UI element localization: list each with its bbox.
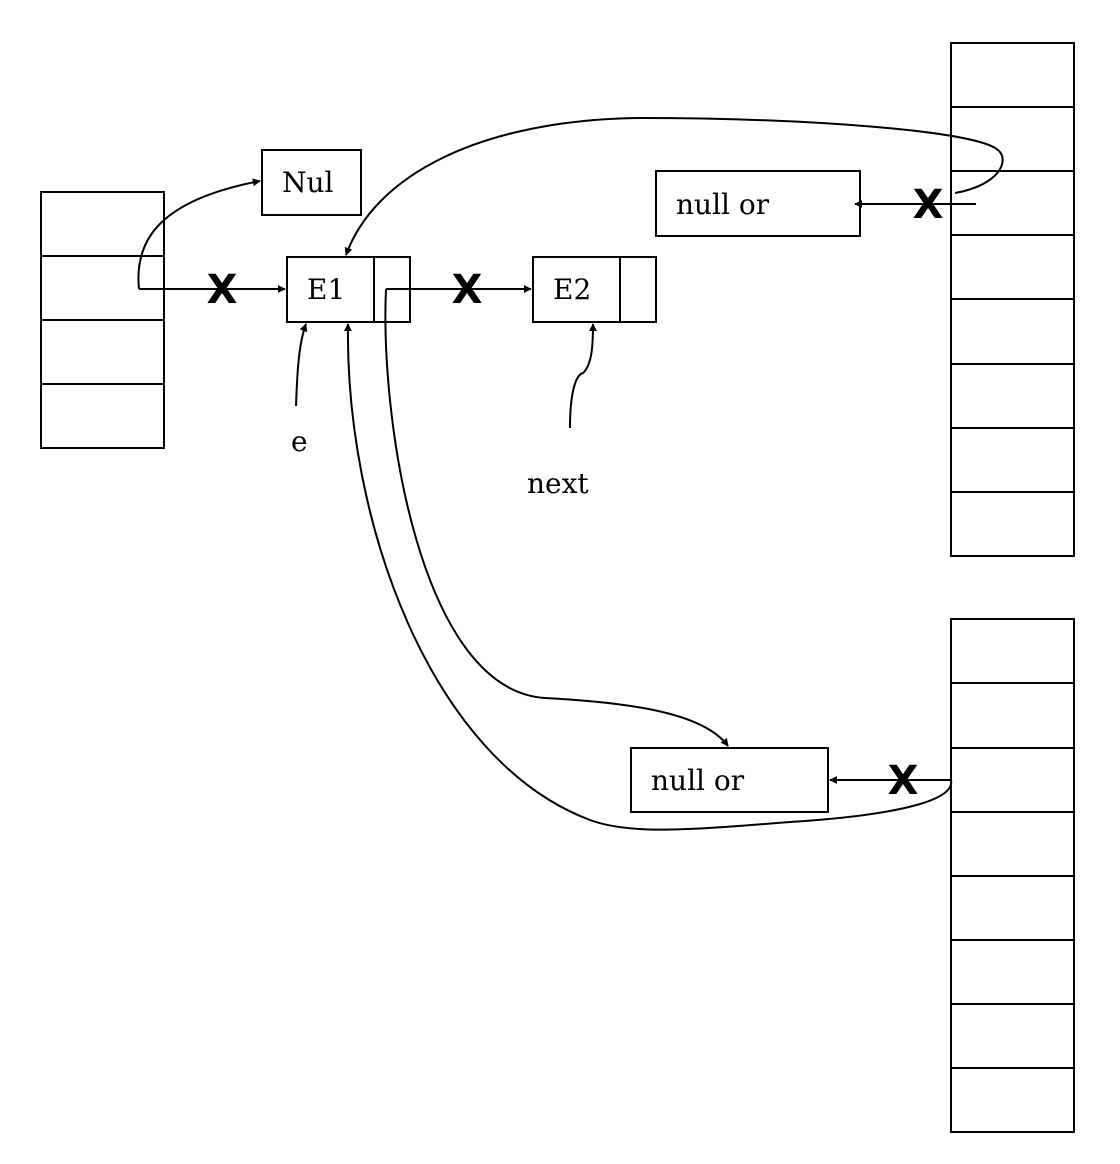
e2-node-box [532,256,657,323]
left-bucket-table [40,191,165,449]
null-or-bottom-label: null or [651,764,745,797]
cut-mark-right-top: X [913,182,944,228]
nul-node: Nul [261,149,362,216]
null-or-bottom-box [630,747,829,813]
right-bottom-bucket-table [950,618,1075,1133]
e2-node: E2 [532,256,657,323]
e1-next-to-null-or-bottom-arrow [384,288,729,747]
next-pointer-arrow [569,323,597,429]
cut-mark-left-to-e1: X [207,267,238,313]
cut-mark-right-bottom: X [888,758,919,804]
null-or-top-node: null or [655,170,861,237]
e1-node-label: E1 [307,273,345,306]
right-top-bucket-table [950,42,1075,557]
e2-node-label: E2 [553,273,591,306]
left-bucket-to-nul-arrow [137,178,261,290]
null-or-bottom-node: null or [630,747,829,813]
e-pointer-label: e [291,425,308,458]
right-bottom-bucket-to-e1-arrow [343,323,953,831]
nul-node-box [261,149,362,216]
right-top-bucket-to-e1-arrow [344,116,1004,256]
e-pointer-arrow [295,323,308,407]
null-or-top-box [655,170,861,237]
nul-node-label: Nul [282,166,334,199]
null-or-top-label: null or [676,188,770,221]
cut-mark-e1-to-e2: X [452,267,483,313]
next-pointer-label: next [527,467,589,500]
